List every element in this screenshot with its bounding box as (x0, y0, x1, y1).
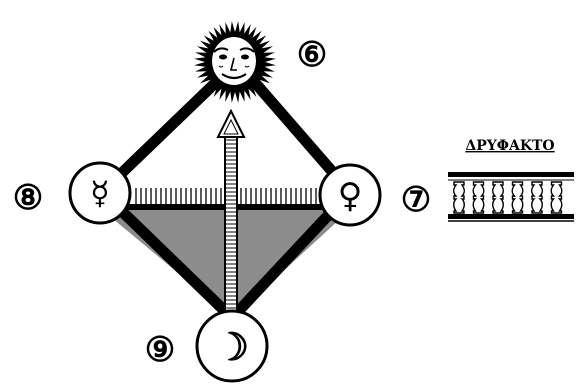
moon-node: ☽ (197, 311, 267, 381)
venus-node: ♀ (320, 165, 380, 225)
arrow-head (218, 111, 244, 137)
mercury-node: ☿ (70, 163, 130, 223)
label-7: ⑦ (401, 180, 431, 220)
sun-face-icon (212, 37, 256, 85)
venus-icon: ♀ (338, 176, 363, 216)
balustrade-icon (448, 172, 574, 221)
label-6: ⑥ (297, 35, 327, 75)
mercury-icon: ☿ (90, 174, 110, 212)
label-8: ⑧ (13, 178, 43, 218)
railing-label: ΔΡΥΦΑΚΤΟ (465, 138, 554, 154)
label-9: ⑨ (145, 330, 175, 370)
moon-icon: ☽ (215, 324, 249, 369)
